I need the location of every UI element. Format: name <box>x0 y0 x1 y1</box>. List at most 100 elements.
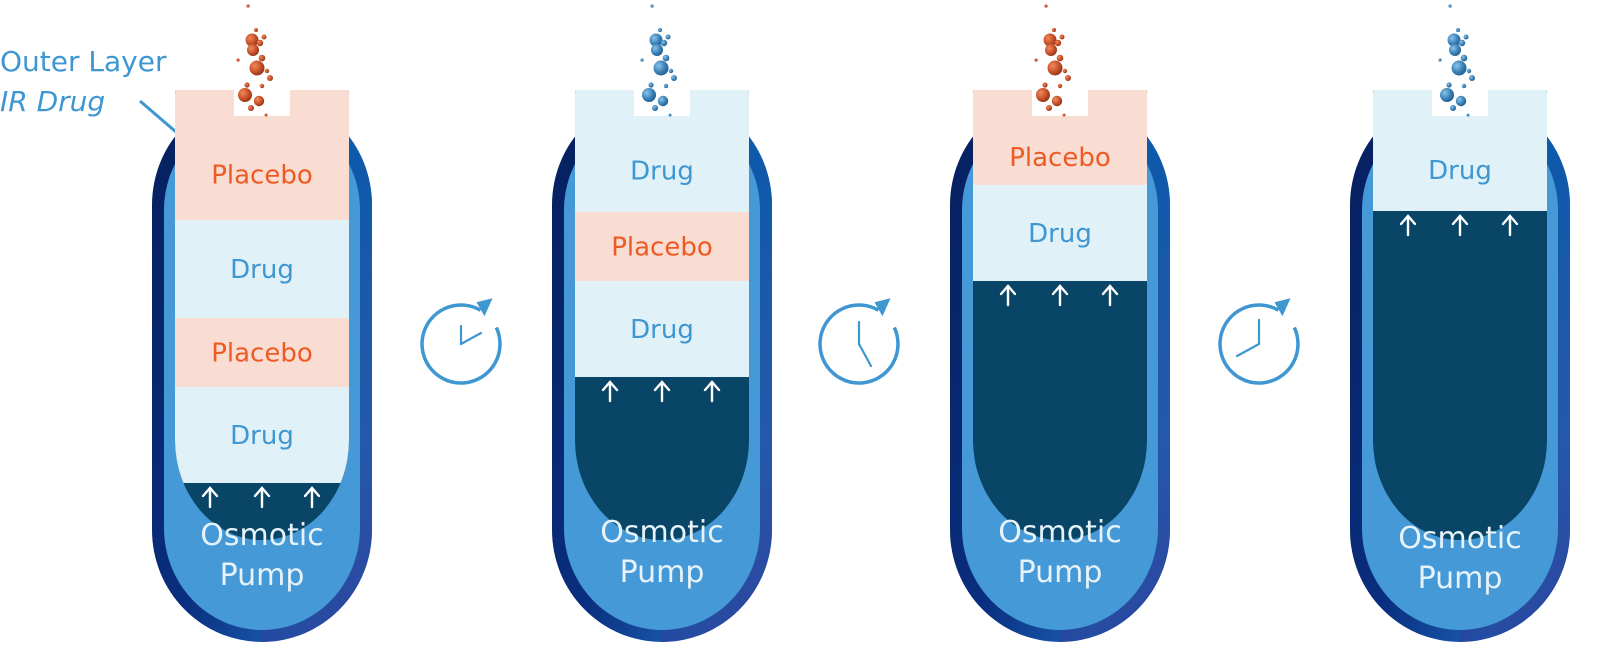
particle <box>246 4 250 8</box>
particle <box>663 83 669 89</box>
particle <box>1469 75 1475 81</box>
particle <box>1438 58 1442 62</box>
particle <box>642 88 656 102</box>
released-particles <box>1034 4 1071 117</box>
particle <box>1455 95 1467 107</box>
particle <box>244 82 250 88</box>
particle <box>657 95 669 107</box>
particle <box>1045 44 1057 56</box>
push-arrow-up-icon <box>1051 284 1069 307</box>
particle <box>1062 68 1068 74</box>
particle <box>253 95 265 107</box>
particle <box>261 34 267 40</box>
particle <box>660 39 668 47</box>
particle <box>668 113 672 117</box>
drug-layer <box>973 185 1147 281</box>
particle <box>1461 83 1467 89</box>
particle <box>1449 44 1461 56</box>
clock-refresh-icon <box>420 298 502 385</box>
drug-layer-label: Drug <box>230 255 294 285</box>
osmotic-pump-label-line1: Osmotic <box>600 515 723 550</box>
osmotic-pump-label-line1: Osmotic <box>200 518 323 553</box>
particle <box>259 83 265 89</box>
particle <box>264 68 270 74</box>
push-arrow-up-icon <box>653 380 671 403</box>
particle <box>1448 4 1452 8</box>
push-arrow-up-icon <box>1101 284 1119 307</box>
drug-layer-label: Drug <box>1028 219 1092 249</box>
push-arrow-up-icon <box>1451 214 1469 237</box>
particle <box>245 33 259 47</box>
osmotic-pump-label-line2: Pump <box>620 555 705 590</box>
push-arrow-up-icon <box>303 486 321 509</box>
particle <box>248 105 254 111</box>
placebo-layer-label: Placebo <box>611 233 713 263</box>
particle <box>1043 33 1057 47</box>
particle <box>1046 105 1052 111</box>
particle <box>1052 28 1056 32</box>
particle <box>1034 58 1038 62</box>
particle <box>650 4 654 8</box>
push-arrow-up-icon <box>253 486 271 509</box>
particle <box>649 33 663 47</box>
drug-layer <box>175 387 349 483</box>
drug-layer-label: Drug <box>230 421 294 451</box>
particle <box>665 34 671 40</box>
particle <box>1056 54 1064 62</box>
particle <box>236 58 240 62</box>
particle <box>1059 34 1065 40</box>
drug-layer <box>175 220 349 318</box>
osmotic-pump-label-line1: Osmotic <box>998 515 1121 550</box>
particle <box>1451 60 1467 76</box>
released-particles <box>640 4 677 117</box>
osmotic-pump-label-line1: Osmotic <box>1398 521 1521 556</box>
particle <box>1460 54 1468 62</box>
particle <box>1447 33 1461 47</box>
particle <box>658 28 662 32</box>
released-particles <box>236 4 273 117</box>
particle <box>1042 82 1048 88</box>
callout-outer-layer-label: Outer Layer <box>0 45 167 78</box>
released-particles <box>1438 4 1475 117</box>
placebo-layer <box>575 212 749 281</box>
push-arrow-up-icon <box>601 380 619 403</box>
particle <box>1036 88 1050 102</box>
particle <box>651 44 663 56</box>
clock-hands <box>459 324 483 346</box>
particle <box>247 44 259 56</box>
clock-refresh-icon <box>818 298 900 385</box>
particle <box>1062 113 1066 117</box>
particle <box>1057 83 1063 89</box>
particle <box>662 54 670 62</box>
push-arrow-up-icon <box>1501 214 1519 237</box>
osmotic-pump-label-line2: Pump <box>220 558 305 593</box>
placebo-layer-label: Placebo <box>1009 143 1111 173</box>
particle <box>254 28 258 32</box>
particle <box>648 82 654 88</box>
particle <box>1466 113 1470 117</box>
particle <box>1446 82 1452 88</box>
particle <box>1044 4 1048 8</box>
particle <box>652 105 658 111</box>
particle <box>1450 105 1456 111</box>
particle <box>1047 60 1063 76</box>
particle <box>1458 39 1466 47</box>
drug-layer-label: Drug <box>630 157 694 187</box>
particle <box>1065 75 1071 81</box>
clock-hands <box>857 320 873 368</box>
callout-ir-drug-label: IR Drug <box>0 85 105 118</box>
particle <box>640 58 644 62</box>
particle <box>1051 95 1063 107</box>
push-arrow-up-icon <box>703 380 721 403</box>
particle <box>1463 34 1469 40</box>
osmotic-pump-label-line2: Pump <box>1018 555 1103 590</box>
drug-layer <box>575 281 749 377</box>
particle <box>264 113 268 117</box>
push-arrow-up-icon <box>999 284 1017 307</box>
placebo-layer-label: Placebo <box>211 161 313 191</box>
clock-refresh-icon <box>1218 298 1300 385</box>
